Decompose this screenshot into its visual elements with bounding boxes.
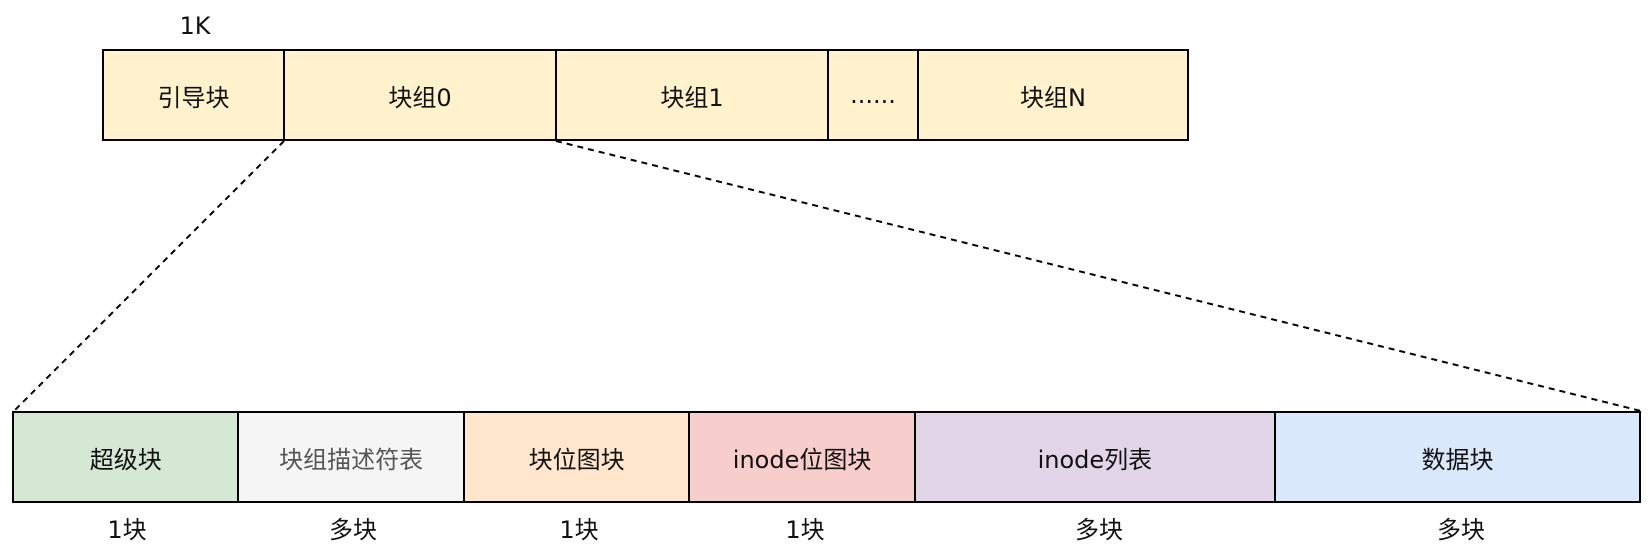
- block-group-0-label: 块组0: [388, 83, 452, 112]
- inode-bitmap-size: 1块: [785, 516, 825, 544]
- group-descriptor-table: 块组描述符表: [239, 413, 465, 501]
- left-expansion-line: [13, 140, 285, 412]
- boot-block-label: 引导块: [157, 83, 230, 112]
- block-bitmap: 块位图块: [464, 413, 691, 501]
- data-blocks-size: 多块: [1437, 516, 1485, 544]
- group-descriptor-table-label: 块组描述符表: [279, 445, 424, 474]
- group-descriptor-table-size: 多块: [329, 516, 377, 544]
- block-group-n-label: 块组N: [1020, 83, 1086, 112]
- ellipsis-cell: ......: [829, 51, 919, 139]
- superblock-label: 超级块: [89, 445, 162, 474]
- block-group-detail-row: 超级块 块组描述符表 块位图块 inode位图块 inode列表 数据块: [12, 411, 1641, 503]
- right-expansion-line: [555, 140, 1642, 412]
- inode-table: inode列表: [915, 413, 1276, 501]
- block-bitmap-size: 1块: [559, 516, 599, 544]
- disk-layout-row: 引导块 块组0 块组1 ...... 块组N: [102, 49, 1189, 141]
- data-blocks: 数据块: [1275, 413, 1640, 501]
- block-group-0: 块组0: [285, 51, 557, 139]
- block-bitmap-label: 块位图块: [528, 445, 625, 474]
- ellipsis-label: ......: [850, 81, 896, 109]
- inode-bitmap: inode位图块: [690, 413, 916, 501]
- boot-block-size-label: 1K: [179, 12, 211, 40]
- inode-table-label: inode列表: [1037, 445, 1153, 474]
- boot-block: 引导块: [104, 51, 285, 139]
- superblock: 超级块: [14, 413, 240, 501]
- inode-bitmap-label: inode位图块: [732, 445, 872, 474]
- block-group-1: 块组1: [557, 51, 829, 139]
- superblock-size: 1块: [107, 516, 147, 544]
- block-group-1-label: 块组1: [660, 83, 724, 112]
- inode-table-size: 多块: [1075, 516, 1123, 544]
- data-blocks-label: 数据块: [1421, 445, 1494, 474]
- block-group-n: 块组N: [919, 51, 1187, 139]
